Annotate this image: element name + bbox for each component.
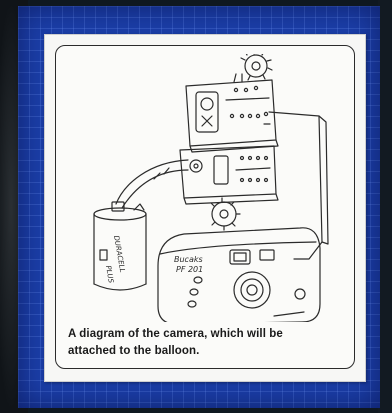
figure-card: DURACELL PLUS Bucaks PF 201 A diagram of… [44, 34, 366, 382]
battery-brand-line1: DURACELL [112, 235, 126, 273]
camera-diagram: DURACELL PLUS Bucaks PF 201 [64, 54, 346, 322]
figure-frame: DURACELL PLUS Bucaks PF 201 A diagram of… [55, 45, 355, 369]
upper-circuit-board [186, 74, 278, 152]
camera-model-line1: Bucaks [174, 255, 203, 264]
figure-caption: A diagram of the camera, which will be a… [68, 326, 348, 360]
camera-body [158, 228, 320, 322]
caption-line-1: A diagram of the camera, which will be [68, 326, 348, 343]
gear-wheel [241, 54, 272, 80]
background-shadow-right [378, 0, 392, 413]
lower-circuit-board [180, 146, 278, 204]
caption-line-2: attached to the balloon. [68, 343, 348, 360]
camera-model-line2: PF 201 [176, 265, 203, 274]
battery-brand-line2: PLUS [104, 265, 115, 284]
mounting-box [269, 112, 328, 259]
battery-cable [116, 160, 188, 208]
